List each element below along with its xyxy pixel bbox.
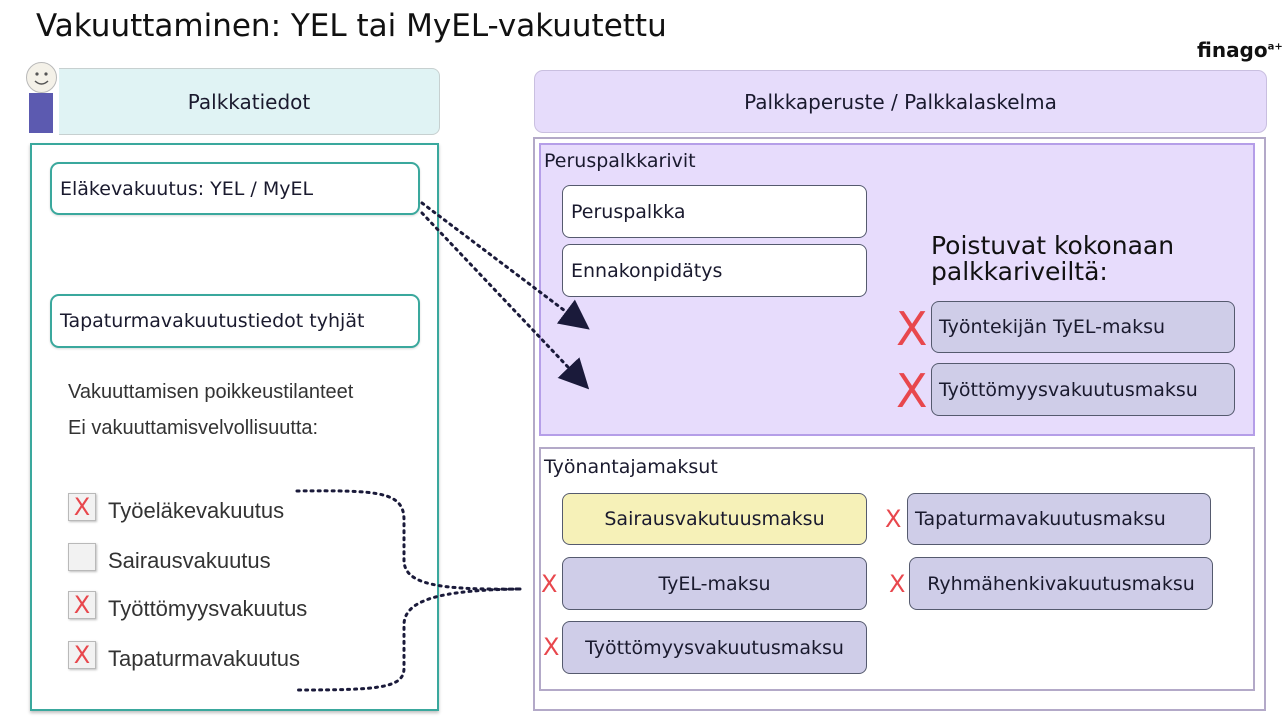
arrow-to-tyel bbox=[420, 201, 590, 330]
person-icon-body bbox=[29, 93, 53, 133]
payroll-panel bbox=[533, 137, 1266, 711]
removed-x-icon: X bbox=[896, 302, 928, 356]
accident-insurance-checkbox: X bbox=[68, 641, 96, 669]
base-rows-title: Peruspalkkarivit bbox=[544, 150, 696, 172]
tyel-payment: TyEL-maksu bbox=[562, 557, 867, 610]
removed-x-icon: X bbox=[889, 570, 906, 598]
person-icon-head bbox=[26, 62, 57, 93]
salary-data-panel bbox=[30, 143, 439, 711]
payroll-header: Palkkaperuste / Palkkalaskelma bbox=[534, 70, 1267, 133]
unemployment-insurance-label: Työttömyysvakuutus bbox=[108, 596, 308, 621]
removed-unemployment-row: Työttömyysvakuutusmaksu bbox=[931, 363, 1235, 416]
logo-text: finago bbox=[1197, 38, 1268, 62]
removed-x-icon: X bbox=[896, 364, 928, 418]
removed-tyel-row: Työntekijän TyEL-maksu bbox=[931, 301, 1235, 353]
pension-insurance-label: Työeläkevakuutus bbox=[108, 498, 285, 523]
health-insurance-checkbox bbox=[68, 543, 96, 571]
removed-x-icon: X bbox=[543, 633, 560, 661]
removed-rows-heading: Poistuvat kokonaan palkkariveiltä: bbox=[931, 231, 1175, 286]
employer-payments-title: Työnantajamaksut bbox=[544, 456, 718, 478]
unemployment-payment: Työttömyysvakuutusmaksu bbox=[562, 621, 867, 674]
base-salary-row: Peruspalkka bbox=[562, 185, 867, 238]
arrow-to-unemployment bbox=[420, 211, 590, 390]
bracket-connector bbox=[295, 489, 522, 692]
pension-insurance-box: Eläkevakuutus: YEL / MyEL bbox=[50, 162, 420, 215]
exceptions-note-line2: Ei vakuuttamisvelvollisuutta: bbox=[68, 417, 319, 439]
accident-insurance-payment: Tapaturmavakuutusmaksu bbox=[907, 493, 1211, 545]
finago-logo: finagoa+ bbox=[1197, 38, 1283, 62]
health-insurance-label: Sairausvakuutus bbox=[108, 548, 271, 573]
health-insurance-payment: Sairausvakutuusmaksu bbox=[562, 493, 867, 545]
exceptions-note-line1: Vakuuttamisen poikkeustilanteet bbox=[68, 381, 354, 403]
pension-insurance-checkbox: X bbox=[68, 493, 96, 521]
page-title: Vakuuttaminen: YEL tai MyEL-vakuutettu bbox=[36, 8, 667, 44]
removed-x-icon: X bbox=[885, 505, 902, 533]
accident-insurance-box: Tapaturmavakuutustiedot tyhjät bbox=[50, 294, 420, 348]
unemployment-insurance-checkbox: X bbox=[68, 591, 96, 619]
logo-sup: a+ bbox=[1267, 41, 1283, 53]
removed-x-icon: X bbox=[541, 570, 558, 598]
group-life-insurance-payment: Ryhmähenkivakuutusmaksu bbox=[909, 557, 1213, 610]
accident-insurance-label: Tapaturmavakuutus bbox=[108, 646, 300, 671]
withholding-row: Ennakonpidätys bbox=[562, 244, 867, 297]
salary-data-header: Palkkatiedot bbox=[59, 68, 440, 135]
